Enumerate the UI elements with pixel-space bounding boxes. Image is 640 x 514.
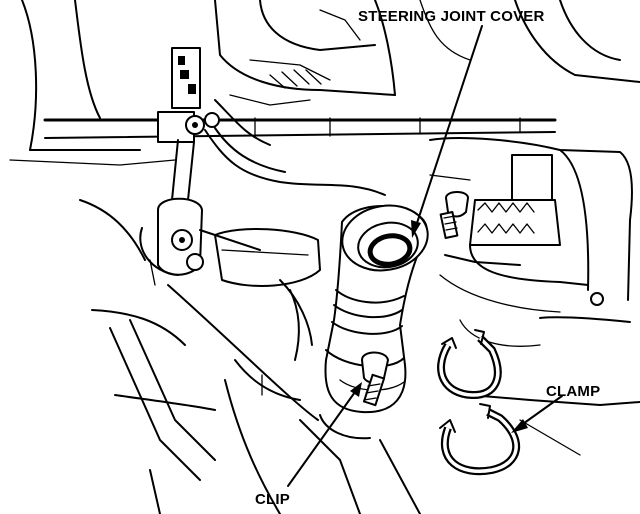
callout-leader-steering-joint-cover [411, 25, 483, 238]
wiring-harness [204, 99, 386, 196]
clamp-upper [437, 329, 502, 399]
dashboard-outline [9, 0, 640, 166]
clip [361, 351, 389, 407]
steering-joint-cover-label: STEERING JOINT COVER [358, 8, 545, 25]
callout-leader-clamp [511, 395, 563, 433]
upper-steering-housing [214, 0, 396, 106]
clamp-label: CLAMP [546, 383, 600, 400]
callout-leader-clip [287, 382, 362, 487]
brake-pedal-bracket [199, 228, 321, 287]
crossbar [43, 117, 557, 139]
clamp-lower [439, 403, 521, 476]
bracket-assembly [157, 47, 220, 143]
mounting-bolt [439, 191, 469, 239]
floor-panel-lines [79, 199, 421, 514]
steering-rack-housing [429, 137, 640, 456]
steering-joint-cover [319, 204, 429, 440]
lower-column-shaft [139, 139, 204, 286]
clip-label: CLIP [255, 491, 290, 508]
